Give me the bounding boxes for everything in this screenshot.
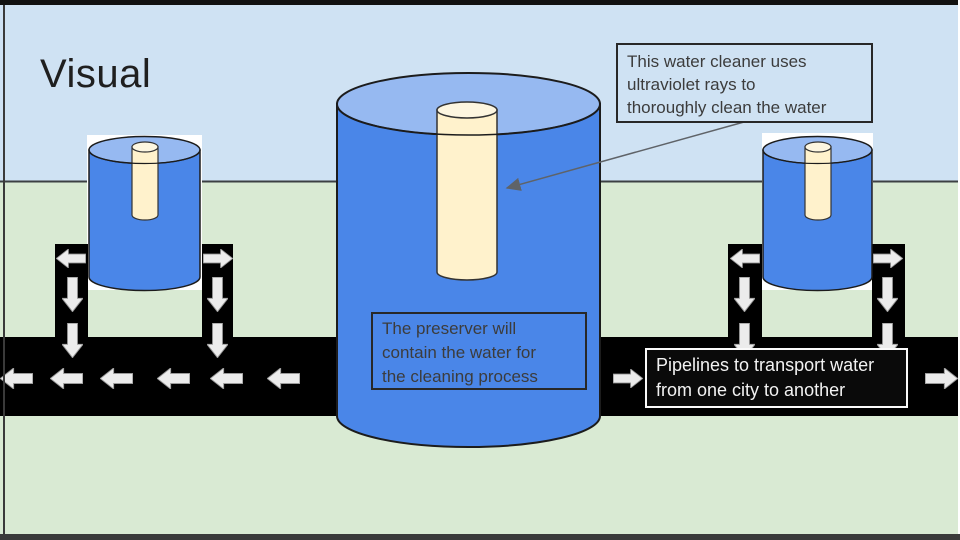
water-tank-right	[762, 135, 873, 292]
uv-cleaner-note: This water cleaner uses ultraviolet rays…	[616, 43, 873, 123]
note-line: contain the water for	[382, 343, 537, 362]
connector-line	[505, 121, 745, 191]
preserver-tank-main	[336, 72, 601, 448]
tank-rim-arc	[88, 149, 201, 165]
frame-bottom-bar	[0, 534, 960, 540]
note-line: the cleaning process	[382, 367, 538, 386]
tank-rim-arc	[336, 103, 601, 136]
tank-rim-arc	[762, 149, 873, 165]
frame-top-bar	[0, 0, 958, 5]
note-line: ultraviolet rays to	[627, 75, 756, 94]
note-line: This water cleaner uses	[627, 52, 807, 71]
water-tank-left	[88, 135, 201, 292]
note-line: thoroughly clean the water	[627, 98, 827, 117]
preserver-note: The preserver will contain the water for…	[371, 312, 587, 390]
pipelines-label: Pipelines to transport water from one ci…	[645, 348, 908, 408]
label-line: Pipelines to transport water	[656, 355, 875, 375]
uv-rod-body	[436, 109, 498, 281]
uv-rod-top-ellipse	[804, 141, 832, 153]
slide-right-edge	[958, 0, 960, 534]
uv-rod-body	[131, 146, 159, 221]
uv-rod-top-ellipse	[131, 141, 159, 153]
slide-title: Visual	[40, 52, 152, 96]
uv-rod-top-ellipse	[436, 101, 498, 119]
uv-rod-body	[804, 146, 832, 221]
label-line: from one city to another	[656, 380, 846, 400]
frame-left-line	[3, 5, 5, 534]
note-line: The preserver will	[382, 319, 517, 338]
